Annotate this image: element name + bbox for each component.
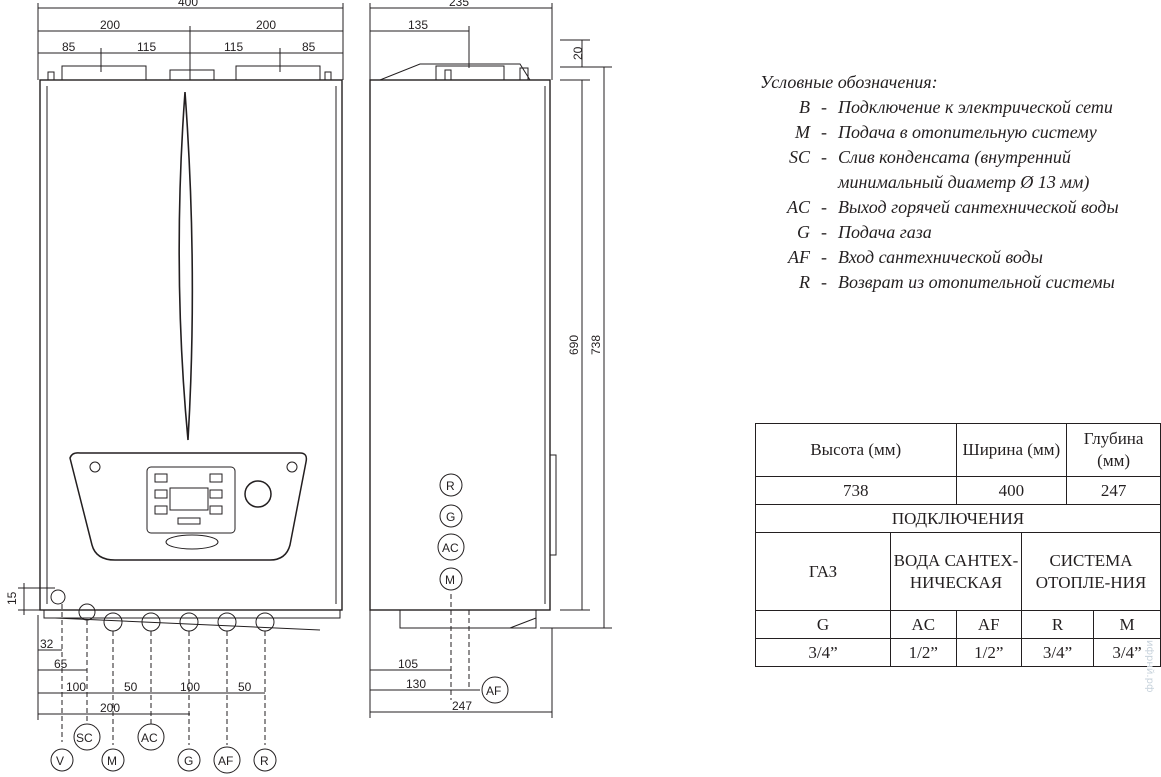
legend-item-sc: SC - Слив конденсата (внутренний минимал… [760,145,1148,195]
dim-738: 738 [589,335,603,355]
legend-item-ac: AC - Выход горячей сантехнической воды [760,195,1148,220]
code-cell: G [755,610,891,639]
legend-item-g: G - Подача газа [760,220,1148,245]
width-value: 400 [955,476,1068,505]
water-header: ВОДА САНТЕХ-НИЧЕСКАЯ [890,532,1022,611]
spec-table: Высота (мм) Ширина (мм) Глубина (мм) 738… [755,423,1161,667]
legend: Условные обозначения: B - Подключение к … [760,70,1148,295]
depth-value: 247 [1066,476,1161,505]
gas-header: ГАЗ [755,532,891,611]
dim-50-b: 50 [238,680,252,694]
legend-item-r: R - Возврат из отопительной системы [760,270,1148,295]
legend-code: G [797,222,810,242]
legend-text: Подключение к электрической сети [838,97,1113,117]
heating-header: СИСТЕМА ОТОПЛЕ-НИЯ [1021,532,1161,611]
dim-200: 200 [100,701,120,715]
side-label-af: AF [486,684,501,698]
dim-135: 135 [408,18,428,32]
dim-105: 105 [398,657,418,671]
size-cell: 3/4” [1093,638,1161,667]
legend-code: M [795,122,810,142]
dim-690: 690 [567,335,581,355]
legend-dash: - [821,272,827,292]
legend-code: AC [786,197,810,217]
legend-code: R [799,272,810,292]
dim-top-d: 85 [302,40,316,54]
conn-label-v: V [56,754,64,768]
code-cell: AF [955,610,1022,639]
dim-100-b: 100 [180,680,200,694]
legend-dash: - [821,97,827,117]
height-header: Высота (мм) [755,423,957,477]
legend-code: SC [788,147,810,167]
dim-50-a: 50 [124,680,138,694]
width-header: Ширина (мм) [955,423,1068,477]
legend-item-b: B - Подключение к электрической сети [760,95,1148,120]
conn-label-af: AF [218,754,233,768]
legend-text: Слив конденсата (внутренний минимальный … [838,147,1090,192]
legend-dash: - [821,247,827,267]
dim-130: 130 [406,677,426,691]
legend-item-af: AF - Вход сантехнической воды [760,245,1148,270]
legend-title: Условные обозначения: [760,72,938,92]
size-cell: 3/4” [755,638,891,667]
legend-dash: - [821,222,827,242]
dim-total-width: 400 [178,0,198,9]
legend-text: Подача в отопительную систему [838,122,1097,142]
watermark: ифрнй.рф [1144,640,1155,693]
dim-32: 32 [40,637,54,651]
dim-top-b: 115 [137,40,156,54]
depth-header: Глубина (мм) [1066,423,1161,477]
code-cell: R [1021,610,1094,639]
code-cell: M [1093,610,1161,639]
size-cell: 1/2” [890,638,957,667]
dim-half-right: 200 [256,18,276,32]
legend-text: Возврат из отопительной системы [838,272,1115,292]
legend-dash: - [821,147,827,167]
dim-left-offset: 15 [5,591,19,605]
side-label-g: G [446,510,455,524]
legend-text: Подача газа [838,222,932,242]
legend-item-m: M - Подача в отопительную систему [760,120,1148,145]
dim-depth-top: 235 [449,0,469,9]
legend-dash: - [821,197,827,217]
dim-247: 247 [452,699,472,713]
legend-dash: - [821,122,827,142]
conn-label-m: M [107,754,117,768]
conn-label-g: G [184,754,193,768]
legend-text: Вход сантехнической воды [838,247,1043,267]
conn-label-r: R [260,754,269,768]
dim-65: 65 [54,657,68,671]
dim-top-c: 115 [224,40,243,54]
size-cell: 3/4” [1021,638,1094,667]
dim-20: 20 [571,46,585,60]
dim-top-a: 85 [62,40,76,54]
height-value: 738 [755,476,957,505]
conn-label-sc: SC [76,731,93,745]
size-cell: 1/2” [955,638,1022,667]
dim-half-left: 200 [100,18,120,32]
legend-code: B [799,97,810,117]
code-cell: AC [890,610,957,639]
conn-label-ac: AC [141,731,158,745]
legend-code: AF [788,247,810,267]
dim-100-a: 100 [66,680,86,694]
legend-text: Выход горячей сантехнической воды [838,197,1119,217]
connections-header: ПОДКЛЮЧЕНИЯ [755,504,1161,533]
side-label-m: M [445,573,455,587]
side-label-r: R [446,479,455,493]
side-label-ac: AC [442,541,459,555]
